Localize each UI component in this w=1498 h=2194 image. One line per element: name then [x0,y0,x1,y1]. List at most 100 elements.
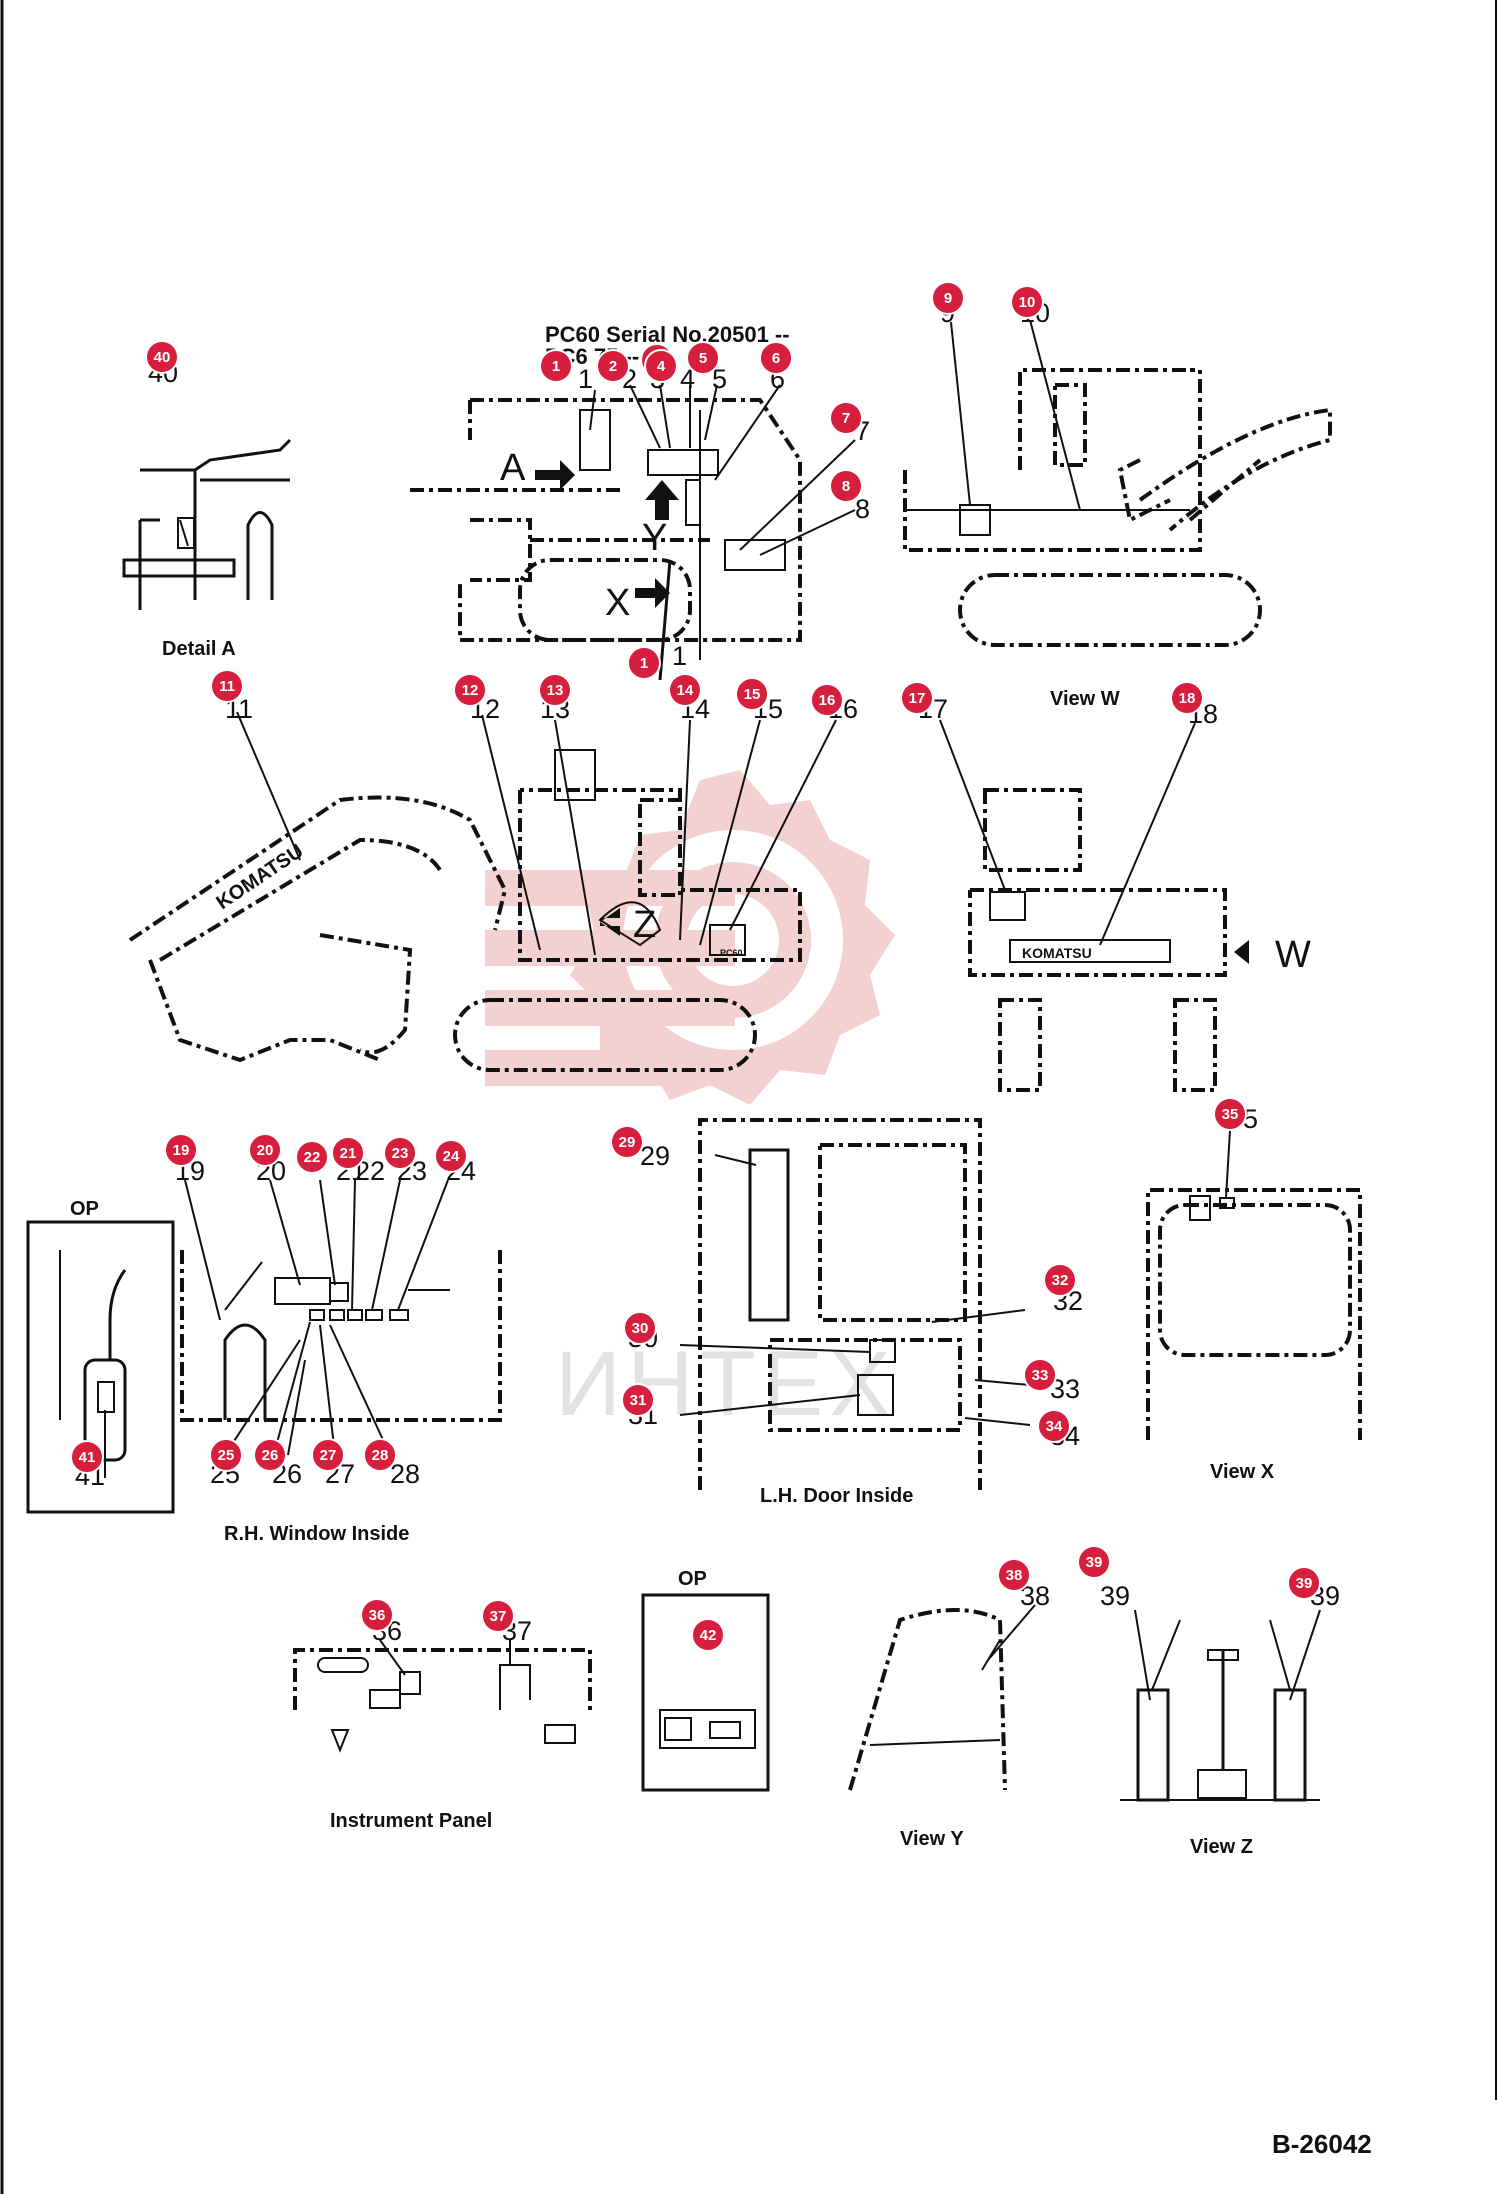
callout-marker-28[interactable]: 28 [363,1438,397,1472]
callout-marker-40[interactable]: 40 [145,340,179,374]
callout-circle[interactable] [1023,1358,1057,1392]
callout-marker-7[interactable]: 7 [829,401,863,435]
callout-number: 29 [619,1134,636,1151]
callout-marker-2[interactable]: 2 [596,349,630,383]
callout-circle[interactable] [997,1558,1031,1592]
callout-marker-25[interactable]: 25 [209,1438,243,1472]
callout-circle[interactable] [311,1438,345,1472]
callout-circle[interactable] [209,1438,243,1472]
callout-marker-35[interactable]: 35 [1213,1097,1247,1131]
callout-marker-34[interactable]: 34 [1037,1409,1071,1443]
callout-marker-1[interactable]: 1 [539,349,573,383]
callout-marker-9[interactable]: 9 [931,281,965,315]
callout-circle[interactable] [383,1136,417,1170]
callout-marker-14[interactable]: 14 [668,673,702,707]
callout-circle[interactable] [931,281,965,315]
callout-circle[interactable] [1043,1263,1077,1297]
callout-marker-24[interactable]: 24 [434,1139,468,1173]
callout-circle[interactable] [810,683,844,717]
callout-circle[interactable] [253,1438,287,1472]
callout-marker-19[interactable]: 19 [164,1133,198,1167]
callout-marker-29[interactable]: 29 [610,1125,644,1159]
callout-marker-1[interactable]: 1 [627,646,661,680]
callout-marker-11[interactable]: 11 [210,669,244,703]
callout-circle[interactable] [621,1383,655,1417]
view-y-drawing [848,1608,1007,1791]
callout-marker-6[interactable]: 6 [759,341,793,375]
callout-circle[interactable] [538,673,572,707]
callout-circle[interactable] [481,1599,515,1633]
callout-marker-5[interactable]: 5 [686,341,720,375]
callout-circle[interactable] [331,1136,365,1170]
callout-marker-20[interactable]: 20 [248,1133,282,1167]
callout-circle[interactable] [627,646,661,680]
callout-circle[interactable] [1170,681,1204,715]
callout-marker-8[interactable]: 8 [829,469,863,503]
op-middle-caption: OP [678,1568,707,1590]
callout-circle[interactable] [248,1133,282,1167]
callout-circle[interactable] [363,1438,397,1472]
part-number-label: 8 [855,494,870,524]
view-z-caption: View Z [1190,1836,1253,1858]
callout-marker-10[interactable]: 10 [1010,285,1044,319]
callout-number: 25 [218,1447,235,1464]
callout-marker-26[interactable]: 26 [253,1438,287,1472]
callout-marker-13[interactable]: 13 [538,673,572,707]
callout-marker-39[interactable]: 39 [1287,1566,1321,1600]
callout-circle[interactable] [900,681,934,715]
callout-circle[interactable] [434,1139,468,1173]
callout-circle[interactable] [164,1133,198,1167]
callout-marker-4[interactable]: 4 [644,349,678,383]
callout-marker-22[interactable]: 22 [295,1140,329,1174]
callout-marker-39[interactable]: 39 [1077,1545,1111,1579]
callout-circle[interactable] [829,469,863,503]
callout-circle[interactable] [829,401,863,435]
arrow-w-label: W [1275,934,1311,976]
callout-marker-31[interactable]: 31 [621,1383,655,1417]
callout-circle[interactable] [295,1140,329,1174]
callout-marker-33[interactable]: 33 [1023,1358,1057,1392]
callout-circle[interactable] [596,349,630,383]
callout-circle[interactable] [70,1440,104,1474]
callout-circle[interactable] [360,1598,394,1632]
part-number-label: 1 [672,641,687,671]
callout-marker-15[interactable]: 15 [735,677,769,711]
callout-number: 33 [1032,1367,1049,1384]
callout-marker-42[interactable]: 42 [691,1618,725,1652]
callout-marker-17[interactable]: 17 [900,681,934,715]
callout-marker-12[interactable]: 12 [453,673,487,707]
callout-circle[interactable] [610,1125,644,1159]
callout-marker-18[interactable]: 18 [1170,681,1204,715]
callout-circle[interactable] [145,340,179,374]
callout-marker-23[interactable]: 23 [383,1136,417,1170]
callout-marker-37[interactable]: 37 [481,1599,515,1633]
callout-marker-21[interactable]: 21 [331,1136,365,1170]
callout-circle[interactable] [1287,1566,1321,1600]
callout-marker-30[interactable]: 30 [623,1311,657,1345]
callout-circle[interactable] [735,677,769,711]
callout-circle[interactable] [1037,1409,1071,1443]
arrow-x-label: X [605,582,630,624]
callout-number: 41 [79,1449,96,1466]
callout-circle[interactable] [691,1618,725,1652]
callout-marker-32[interactable]: 32 [1043,1263,1077,1297]
watermark-text: ИНТЕХ [555,1333,897,1435]
callout-marker-41[interactable]: 41 [70,1440,104,1474]
callout-marker-27[interactable]: 27 [311,1438,345,1472]
callout-circle[interactable] [1213,1097,1247,1131]
main-excavator-drawing [128,749,802,1072]
callout-circle[interactable] [539,349,573,383]
callout-circle[interactable] [453,673,487,707]
callout-marker-16[interactable]: 16 [810,683,844,717]
callout-circle[interactable] [668,673,702,707]
callout-circle[interactable] [210,669,244,703]
callout-circle[interactable] [759,341,793,375]
callout-circle[interactable] [686,341,720,375]
callout-marker-36[interactable]: 36 [360,1598,394,1632]
callout-circle[interactable] [1010,285,1044,319]
callout-number: 35 [1222,1106,1239,1123]
callout-circle[interactable] [623,1311,657,1345]
callout-marker-38[interactable]: 38 [997,1558,1031,1592]
callout-circle[interactable] [1077,1545,1111,1579]
callout-circle[interactable] [644,349,678,383]
